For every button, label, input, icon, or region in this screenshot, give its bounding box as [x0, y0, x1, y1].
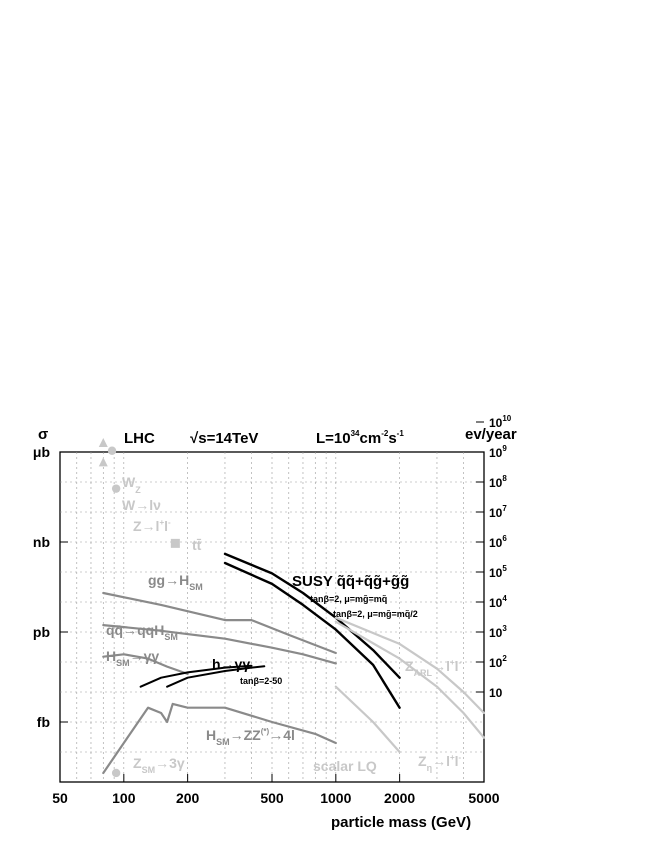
- series-line: [102, 624, 337, 665]
- circle-marker: [111, 768, 121, 778]
- triangle-marker: [98, 437, 108, 447]
- hzz-label: HSM→ZZ(*)→4l: [206, 727, 295, 747]
- x-tick-label: 50: [52, 790, 68, 806]
- y-tick-label: pb: [33, 624, 50, 640]
- susy-note-1: tanβ=2, μ=mg̃=mq̃: [310, 594, 387, 604]
- right-tick-label: 102: [489, 654, 507, 670]
- x-tick-label: 5000: [468, 790, 499, 806]
- y-tick-label: μb: [33, 444, 50, 460]
- x-tick-label: 2000: [384, 790, 415, 806]
- right-tick-label: 108: [489, 474, 507, 490]
- right-tick-label: 106: [489, 534, 507, 550]
- series-line: [102, 653, 189, 675]
- series-line: [334, 685, 401, 754]
- y-tick-label: fb: [37, 714, 50, 730]
- wz-label: WZ: [122, 474, 141, 495]
- series-line: [139, 664, 253, 688]
- x-tick-label: 100: [112, 790, 136, 806]
- luminosity-label: L=1034cm-2s-1: [316, 429, 404, 447]
- right-tick-label: 103: [489, 624, 507, 640]
- square-marker: [170, 538, 180, 548]
- x-tick-label: 1000: [320, 790, 351, 806]
- right-tick-label: 104: [489, 594, 507, 610]
- x-axis-title: particle mass (GeV): [331, 814, 471, 831]
- ggh-label: gg→HSM: [148, 572, 203, 592]
- experiment-label: LHC: [124, 430, 155, 447]
- series-line: [223, 561, 401, 709]
- series-line: [102, 591, 337, 655]
- circle-marker: [111, 484, 121, 493]
- tt-label: tt̄: [192, 537, 202, 553]
- series-line: [102, 702, 337, 775]
- triangle-marker: [98, 457, 108, 467]
- right-tick-label: 1010: [489, 414, 512, 430]
- wlnu-label: W→lν: [122, 497, 161, 513]
- susy-label: SUSY q̃q̃+q̃g̃+g̃g̃: [292, 573, 409, 590]
- zll-label: Z→l+l-: [133, 518, 171, 534]
- energy-label: √s=14TeV: [190, 430, 258, 447]
- qqh-label: qq̄→qqHSM: [106, 622, 178, 642]
- tanb-range-label: tanβ=2-50: [240, 676, 282, 686]
- scalar-lq-label: scalar LQ: [313, 758, 377, 774]
- zeta-label: Zη→l+l-: [418, 753, 462, 773]
- susy-note-2: tanβ=2, μ=mg̃=mq̃/2: [333, 609, 418, 619]
- series-line: [334, 616, 486, 715]
- x-tick-label: 200: [176, 790, 200, 806]
- right-tick-label: 10: [489, 686, 503, 700]
- sigma-label: σ: [38, 426, 48, 443]
- zsm3g-label: ZSM→3γ: [133, 755, 185, 775]
- right-axis-title: ev/year: [465, 426, 517, 443]
- series-line: [166, 665, 266, 688]
- series-line: [334, 620, 486, 739]
- zarl-label: ZARL→l+l-: [405, 658, 462, 678]
- h-gamma-gamma-label: h→γγ: [212, 656, 250, 672]
- right-tick-label: 109: [489, 444, 507, 460]
- y-tick-label: nb: [33, 534, 50, 550]
- hgg-label: HSM→γγ: [106, 648, 159, 668]
- series-line: [223, 552, 401, 679]
- right-tick-label: 105: [489, 564, 507, 580]
- right-tick-label: 107: [489, 504, 507, 520]
- circle-marker: [107, 446, 117, 455]
- x-tick-label: 500: [260, 790, 284, 806]
